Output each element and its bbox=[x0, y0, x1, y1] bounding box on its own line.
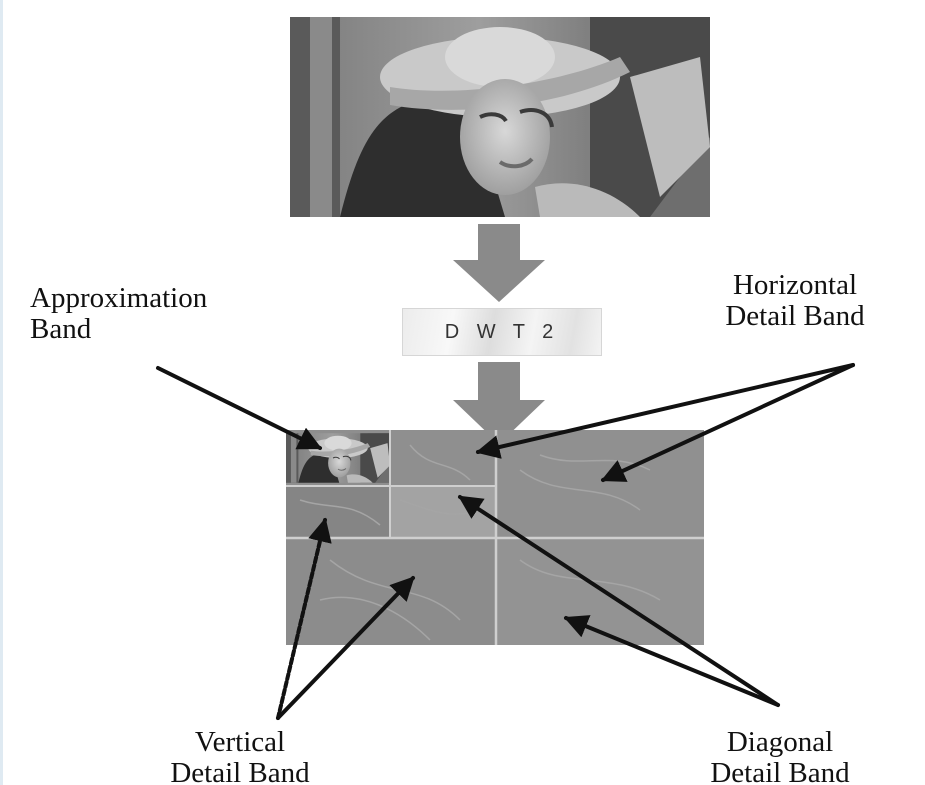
hh1-band bbox=[496, 538, 704, 645]
horizontal-pointer-arrow-2 bbox=[600, 363, 855, 482]
source-image bbox=[290, 17, 710, 217]
vertical-pointer-arrow-2 bbox=[276, 576, 415, 720]
down-arrow-bottom bbox=[453, 362, 545, 444]
horizontal-pointer-arrow-1 bbox=[475, 363, 855, 459]
approximation-pointer-arrow bbox=[156, 366, 323, 450]
vertical-detail-band-label: Vertical Detail Band bbox=[170, 726, 310, 785]
vertical-pointer-arrow-1 bbox=[276, 517, 332, 720]
diagonal-detail-band-label: Diagonal Detail Band bbox=[710, 726, 850, 785]
lh2-band bbox=[286, 486, 390, 538]
hl2-band bbox=[390, 430, 496, 486]
diagonal-pointer-arrow-1 bbox=[457, 495, 780, 707]
left-border bbox=[0, 0, 3, 785]
horizontal-detail-band-label: Horizontal Detail Band bbox=[725, 269, 865, 332]
diagonal-pointer-arrow-2 bbox=[563, 615, 780, 707]
down-arrow-top bbox=[453, 224, 545, 302]
dwt-label: D W T 2 bbox=[444, 320, 560, 343]
dwt-transform-box: D W T 2 bbox=[402, 308, 602, 356]
approximation-band-label: Approximation Band bbox=[30, 282, 208, 345]
